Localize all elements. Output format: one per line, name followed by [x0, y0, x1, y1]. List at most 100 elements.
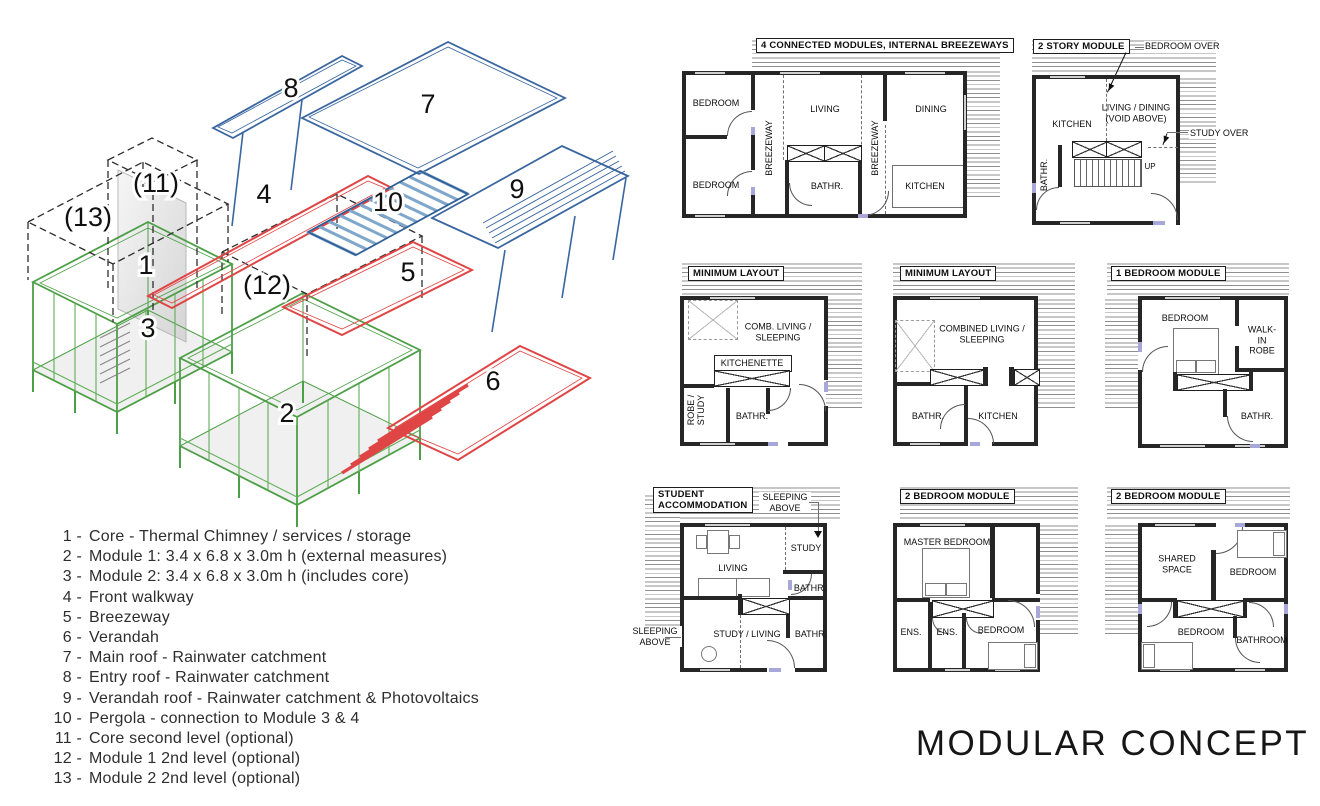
cabinet-bench — [1014, 369, 1040, 386]
legend-item: 8 -Entry roof - Rainwater catchment — [62, 669, 330, 687]
room-label: BATHR. — [810, 180, 844, 191]
plan-2-bedroom-module-b: 2 BEDROOM MODULE SHARED SPACE BEDROOM BE… — [1105, 480, 1295, 692]
cabinet-bench — [714, 370, 790, 387]
module-2-core-frame — [31, 169, 234, 434]
iso-label-11: (11) — [133, 168, 179, 198]
room-label: BATHROOM — [1236, 634, 1288, 645]
door-sill — [970, 442, 980, 446]
deck-hatch — [826, 296, 862, 410]
deck-hatch — [1105, 522, 1138, 634]
room-label: WALK-IN ROBE — [1247, 324, 1277, 356]
door-sill — [1235, 523, 1245, 527]
blue-roofs — [211, 40, 631, 333]
cabinet-bench — [742, 598, 790, 615]
sofa — [736, 578, 770, 597]
bed-pillow — [1176, 360, 1196, 373]
plan-4-connected-modules: 4 CONNECTED MODULES, INTERNAL BREEZEWAYS — [680, 35, 1014, 235]
bed-pillow — [1196, 360, 1216, 373]
module-1-frame — [178, 291, 422, 527]
dashed-line — [1106, 79, 1107, 141]
window — [695, 72, 725, 74]
dashed-line — [861, 75, 862, 160]
iso-label-1: 1 — [138, 250, 153, 280]
deck-hatch — [645, 492, 680, 638]
legend-item: 13 -Module 2 2nd level (optional) — [53, 770, 301, 788]
iso-label-12: (12) — [243, 270, 291, 300]
legend-item: 3 -Module 2: 3.4 x 6.8 x 3.0m h (include… — [62, 568, 410, 586]
bed-pillow — [1143, 644, 1155, 668]
plan-title: MINIMUM LAYOUT — [688, 266, 785, 281]
window — [1155, 524, 1195, 526]
legend-item: 11 -Core second level (optional) — [54, 730, 294, 748]
window — [710, 297, 755, 299]
iso-label-4: 4 — [256, 179, 271, 209]
annotation-sleeping-above-left: SLEEPING ABOVE — [628, 626, 682, 647]
room-label: KITCHENETTE — [720, 357, 784, 368]
legend-item: 1 -Core - Thermal Chimney / services / s… — [62, 528, 412, 545]
room-label: BATHR. — [794, 628, 828, 639]
room-label: MASTER BEDROOM — [903, 536, 991, 547]
room-label: BATHR. — [1240, 410, 1274, 421]
dashed-robe-box — [688, 300, 738, 340]
iso-label-9: 9 — [509, 174, 524, 204]
chair — [696, 535, 707, 549]
plan-title: 2 BEDROOM MODULE — [900, 489, 1015, 504]
door-sill — [751, 127, 755, 135]
pergola-frame — [306, 169, 470, 257]
room-label: STUDY / LIVING — [713, 628, 781, 639]
window — [1050, 76, 1085, 78]
legend: 1 -Core - Thermal Chimney / services / s… — [52, 527, 479, 790]
dashed-line — [1148, 147, 1178, 148]
cabinet-bench — [1177, 600, 1245, 618]
iso-label-2: 2 — [279, 398, 294, 428]
deck-hatch — [1038, 296, 1075, 410]
iso-label-10: 10 — [373, 187, 403, 217]
leader-arrow — [1162, 133, 1168, 145]
cabinet-bench — [1106, 141, 1142, 158]
iso-label-6: 6 — [485, 366, 500, 396]
door-sill — [858, 214, 868, 218]
bed-pillow — [925, 583, 946, 596]
window — [905, 72, 945, 74]
door-sill — [1036, 606, 1040, 618]
staircase — [1074, 159, 1142, 187]
plan-title: MINIMUM LAYOUT — [900, 266, 997, 281]
door-swing — [1008, 600, 1035, 627]
iso-label-7: 7 — [420, 89, 435, 119]
window — [1165, 297, 1220, 299]
window — [780, 72, 820, 74]
room-label: BEDROOM — [1229, 566, 1277, 577]
door-sill — [1138, 342, 1142, 352]
room-label: COMBINED LIVING / SLEEPING — [939, 323, 1025, 345]
window — [1160, 669, 1190, 671]
deck-hatch — [966, 68, 1000, 200]
legend-item: 2 -Module 1: 3.4 x 6.8 x 3.0m h (externa… — [62, 548, 448, 566]
room-label: KITCHEN — [978, 410, 1018, 421]
door-swing — [767, 640, 795, 668]
window — [1060, 222, 1090, 224]
cabinet-bench — [1177, 374, 1251, 391]
window — [910, 443, 940, 445]
iso-label-3: 3 — [140, 313, 155, 343]
window — [995, 669, 1020, 671]
stairs-up-label: UP — [1144, 161, 1156, 171]
plan-title: 1 BEDROOM MODULE — [1111, 266, 1226, 281]
cabinet-bench — [824, 145, 862, 162]
door-sill — [1250, 444, 1260, 448]
room-label: COMB. LIVING / SLEEPING — [744, 321, 812, 343]
room-label: KITCHEN — [905, 180, 945, 191]
door-swing — [968, 418, 994, 444]
window — [700, 669, 730, 671]
room-label: BATHR. — [1039, 158, 1049, 192]
window — [700, 443, 735, 445]
room-label: BEDROOM — [1161, 312, 1209, 323]
door-swing — [768, 388, 791, 411]
iso-label-5: 5 — [400, 257, 415, 287]
room-label: LIVING / DINING (VOID ABOVE) — [1101, 102, 1171, 124]
exploded-isometric-diagram: 8 7 9 10 4 (11) (13) 1 (12) 5 3 2 6 — [26, 40, 631, 527]
window — [1235, 669, 1265, 671]
deck-hatch — [1040, 522, 1078, 634]
door-sill — [769, 668, 781, 672]
annotation-bedroom-over: BEDROOM OVER — [1144, 41, 1221, 52]
window — [920, 524, 965, 526]
